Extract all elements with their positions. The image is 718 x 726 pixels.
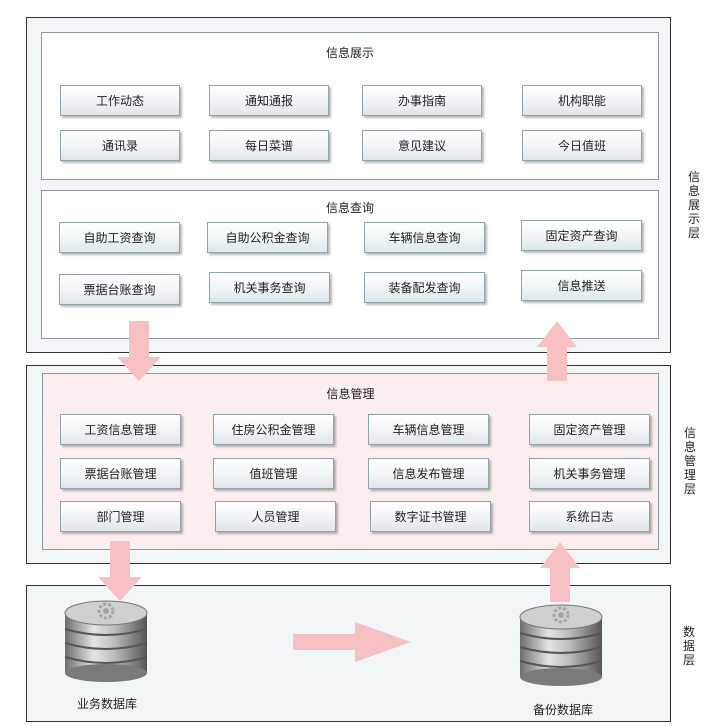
certificate-mgmt-button[interactable]: 数字证书管理 bbox=[370, 501, 491, 532]
department-mgmt-button[interactable]: 部门管理 bbox=[60, 501, 181, 532]
service-guide-button[interactable]: 办事指南 bbox=[362, 85, 482, 116]
info-display-panel: 信息展示 工作动态 通知通报 办事指南 机构职能 通讯录 每日菜谱 意见建议 今… bbox=[41, 32, 659, 180]
fixed-asset-mgmt-button[interactable]: 固定资产管理 bbox=[529, 414, 650, 445]
bill-ledger-query-button[interactable]: 票据台账查询 bbox=[59, 274, 180, 305]
info-management-title: 信息管理 bbox=[326, 387, 375, 401]
label-char: 管 bbox=[683, 454, 696, 468]
arrow-up-icon bbox=[537, 321, 577, 381]
label-char: 据 bbox=[682, 639, 695, 653]
daily-menu-button[interactable]: 每日菜谱 bbox=[209, 130, 329, 161]
bill-ledger-mgmt-button[interactable]: 票据台账管理 bbox=[60, 458, 181, 489]
equipment-query-button[interactable]: 装备配发查询 bbox=[364, 272, 485, 303]
info-query-title: 信息查询 bbox=[325, 201, 374, 215]
salary-mgmt-button[interactable]: 工资信息管理 bbox=[60, 414, 181, 445]
system-log-button[interactable]: 系统日志 bbox=[529, 501, 650, 532]
vehicle-query-button[interactable]: 车辆信息查询 bbox=[364, 222, 485, 253]
business-database-icon bbox=[64, 600, 148, 682]
backup-database-label: 备份数据库 bbox=[532, 703, 593, 717]
label-char: 理 bbox=[683, 468, 696, 482]
arrow-up-icon bbox=[540, 542, 580, 602]
duty-mgmt-button[interactable]: 值班管理 bbox=[213, 458, 334, 489]
data-layer-label: 数 据 层 bbox=[681, 625, 697, 667]
label-char: 息 bbox=[687, 184, 700, 198]
info-management-panel: 信息管理 工资信息管理 住房公积金管理 车辆信息管理 固定资产管理 票据台账管理… bbox=[42, 373, 659, 550]
housing-fund-mgmt-button[interactable]: 住房公积金管理 bbox=[213, 414, 334, 445]
salary-query-button[interactable]: 自助工资查询 bbox=[59, 222, 180, 253]
affairs-query-button[interactable]: 机关事务查询 bbox=[209, 272, 330, 303]
arrow-down-icon bbox=[117, 321, 161, 381]
notice-button[interactable]: 通知通报 bbox=[209, 85, 329, 116]
org-functions-button[interactable]: 机构职能 bbox=[522, 85, 642, 116]
label-char: 层 bbox=[683, 482, 696, 496]
label-char: 层 bbox=[682, 653, 695, 667]
label-char: 展 bbox=[687, 198, 700, 212]
contacts-button[interactable]: 通讯录 bbox=[60, 130, 180, 161]
label-char: 数 bbox=[682, 625, 695, 639]
info-display-title: 信息展示 bbox=[325, 46, 374, 60]
label-char: 息 bbox=[683, 440, 696, 454]
arrow-right-icon bbox=[293, 622, 411, 662]
housing-fund-query-button[interactable]: 自助公积金查询 bbox=[207, 222, 328, 253]
label-char: 层 bbox=[687, 226, 700, 240]
affairs-mgmt-button[interactable]: 机关事务管理 bbox=[529, 458, 650, 489]
duty-today-button[interactable]: 今日值班 bbox=[522, 130, 642, 161]
label-char: 信 bbox=[687, 170, 700, 184]
info-push-button[interactable]: 信息推送 bbox=[521, 270, 642, 301]
label-char: 示 bbox=[687, 212, 700, 226]
work-news-button[interactable]: 工作动态 bbox=[60, 85, 180, 116]
presentation-layer-label: 信 息 展 示 层 bbox=[686, 170, 702, 240]
fixed-asset-query-button[interactable]: 固定资产查询 bbox=[521, 220, 642, 251]
label-char: 信 bbox=[683, 426, 696, 440]
management-layer-label: 信 息 管 理 层 bbox=[682, 426, 698, 496]
business-database-label: 业务数据库 bbox=[76, 697, 137, 711]
arrow-down-icon bbox=[98, 541, 142, 601]
vehicle-mgmt-button[interactable]: 车辆信息管理 bbox=[368, 414, 489, 445]
backup-database-icon bbox=[519, 604, 603, 686]
publish-mgmt-button[interactable]: 信息发布管理 bbox=[368, 458, 489, 489]
personnel-mgmt-button[interactable]: 人员管理 bbox=[215, 501, 336, 532]
feedback-button[interactable]: 意见建议 bbox=[362, 130, 482, 161]
info-query-panel: 信息查询 自助工资查询 自助公积金查询 车辆信息查询 固定资产查询 票据台账查询… bbox=[41, 190, 659, 339]
